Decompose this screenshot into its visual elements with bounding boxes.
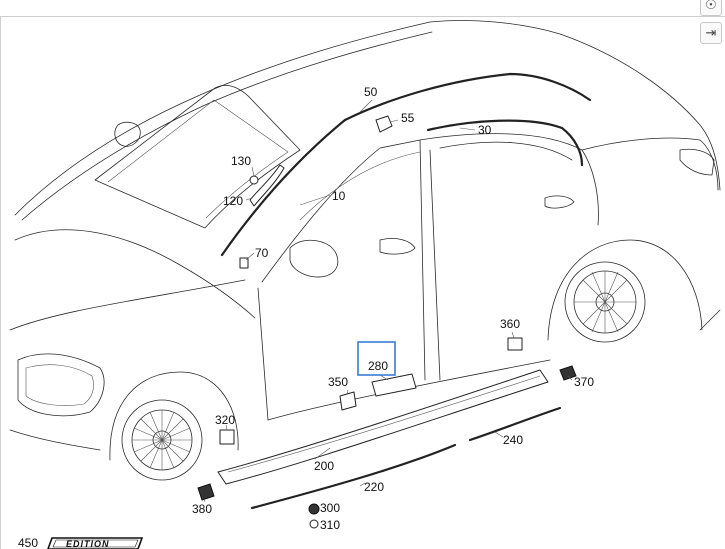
edition-badge: EDITION — [47, 537, 144, 549]
callout-130[interactable]: 130 — [231, 154, 251, 168]
callout-50[interactable]: 50 — [364, 85, 378, 99]
callout-370[interactable]: 370 — [574, 375, 594, 389]
zoom-reset-icon: ☉ — [705, 0, 717, 13]
selected-part-highlight — [357, 341, 396, 376]
callout-280[interactable]: 280 — [368, 359, 388, 373]
callout-320[interactable]: 320 — [215, 413, 235, 427]
callout-200[interactable]: 200 — [314, 459, 334, 473]
callout-55[interactable]: 55 — [401, 111, 415, 125]
rear-wheel-spokes — [574, 271, 636, 333]
callout-10[interactable]: 10 — [332, 189, 346, 203]
callout-30[interactable]: 30 — [478, 123, 492, 137]
callout-310[interactable]: 310 — [320, 518, 340, 532]
callout-350[interactable]: 350 — [328, 375, 348, 389]
callout-360[interactable]: 360 — [500, 317, 520, 331]
callout-380[interactable]: 380 — [192, 502, 212, 516]
expand-button[interactable]: ⇥ — [700, 22, 722, 44]
callout-240[interactable]: 240 — [503, 433, 523, 447]
zoom-reset-button[interactable]: ☉ — [700, 0, 722, 16]
callout-300[interactable]: 300 — [320, 501, 340, 515]
leader-lines — [203, 99, 573, 503]
trim-parts — [197, 72, 592, 529]
callout-labels: 10 30 50 55 70 120 130 200 220 240 280 3… — [18, 85, 594, 549]
expand-arrow-icon: ⇥ — [705, 25, 717, 41]
callout-220[interactable]: 220 — [364, 480, 384, 494]
top-border — [0, 16, 725, 17]
edition-badge-text: EDITION — [66, 539, 110, 549]
left-border — [0, 16, 1, 549]
front-wheel-spokes — [132, 410, 192, 470]
callout-450[interactable]: 450 — [18, 536, 38, 549]
callout-120[interactable]: 120 — [223, 194, 243, 208]
car-body-drawing — [9, 20, 721, 481]
callout-70[interactable]: 70 — [255, 246, 269, 260]
